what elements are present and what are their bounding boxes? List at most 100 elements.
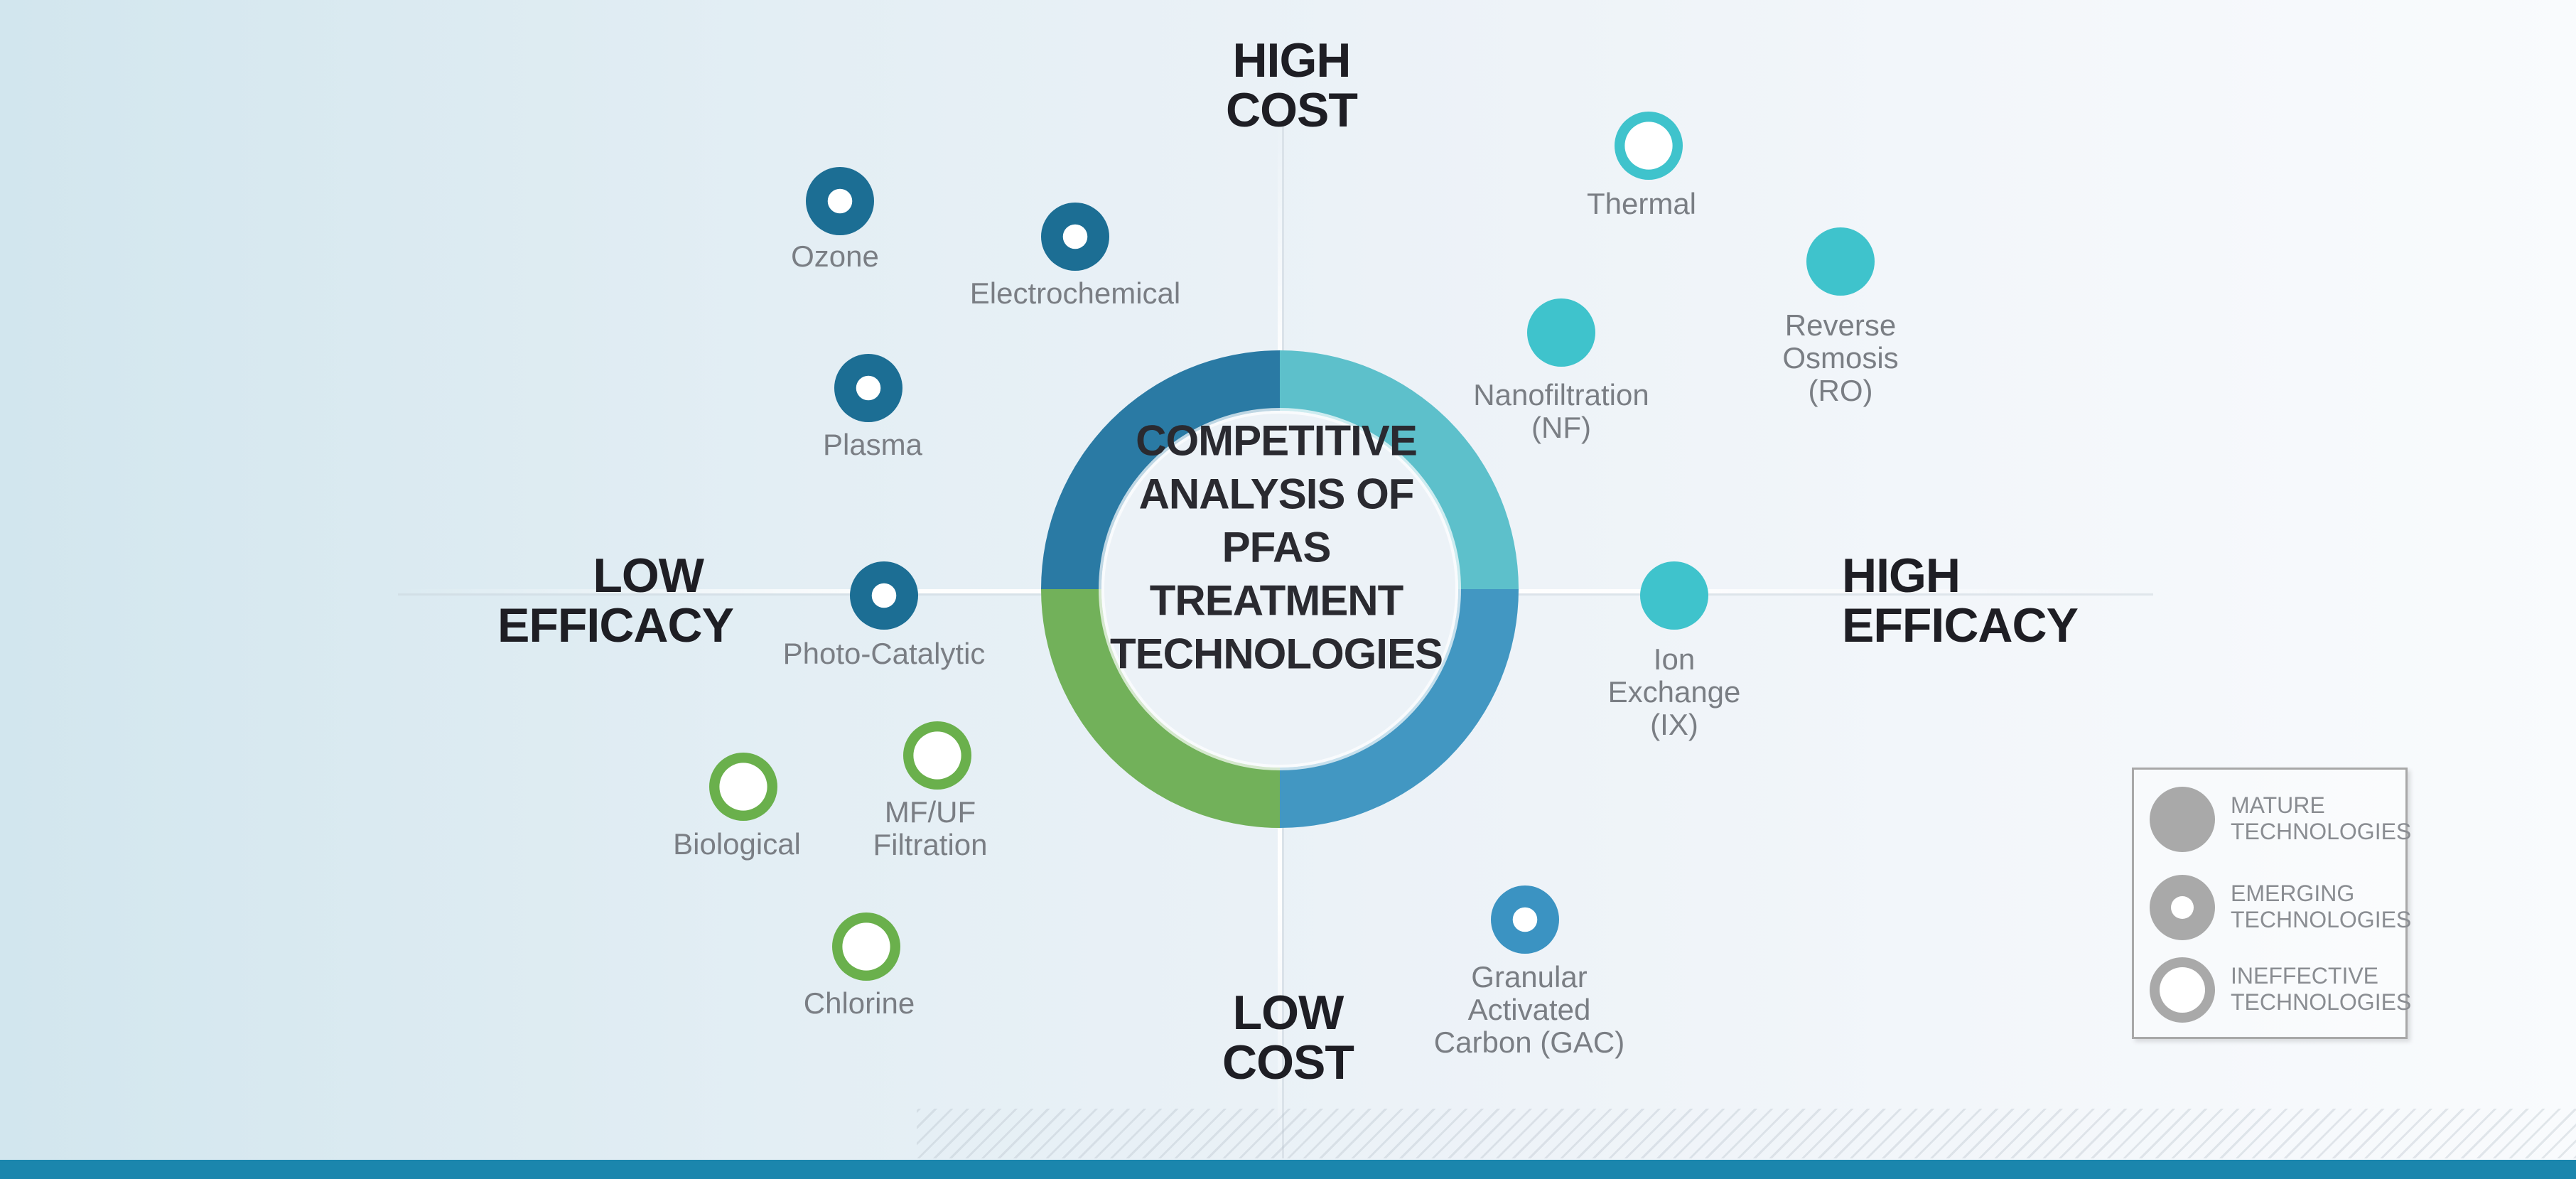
center-ring: [1041, 350, 1519, 828]
ozone-node: [806, 167, 874, 235]
label-line: Thermal: [1586, 187, 1697, 220]
photo-catalytic-hole: [871, 583, 897, 608]
title-line: COMPETITIVE: [1136, 416, 1418, 465]
biological-node: [709, 753, 777, 821]
ring-segment-top-left: [1041, 350, 1280, 589]
electrochemical-hole: [1062, 224, 1088, 249]
hatch-decoration: [917, 1109, 2576, 1158]
title-line: ANALYSIS OF PFAS: [1138, 470, 1415, 571]
mf-uf-filtration-hole: [913, 731, 961, 780]
axis-line: COST: [1226, 83, 1358, 137]
ring-segment-top-right: [1280, 350, 1519, 589]
electrochemical-label: Electrochemical: [970, 277, 1180, 310]
axis-line: HIGH: [1232, 33, 1351, 87]
thermal-hole: [1624, 122, 1673, 170]
mf-uf-filtration-node: [903, 721, 971, 790]
axis-line: LOW: [1232, 986, 1344, 1040]
ion-exchange-circle-icon: [1640, 561, 1708, 630]
photo-catalytic-node: [850, 561, 918, 630]
chlorine-hole: [842, 922, 890, 971]
ozone-label: Ozone: [791, 240, 879, 273]
axis-line: LOW: [593, 549, 704, 603]
axis-line: EFFICACY: [497, 598, 734, 652]
plasma-label: Plasma: [823, 429, 922, 461]
granular-activated-carbon-hole: [1512, 907, 1538, 932]
nanofiltration-label: Nanofiltration(NF): [1473, 379, 1649, 444]
legend-line: TECHNOLOGIES: [2231, 907, 2412, 932]
label-line: Photo-Catalytic: [782, 637, 986, 670]
label-line: Carbon (GAC): [1433, 1025, 1625, 1059]
label-line: (IX): [1650, 708, 1698, 741]
center-title: COMPETITIVE ANALYSIS OF PFAS TREATMENT T…: [1092, 414, 1461, 681]
label-line: Reverse: [1784, 308, 1897, 342]
label-line: Ozone: [791, 239, 879, 273]
photo-catalytic-label: Photo-Catalytic: [783, 637, 986, 670]
legend-line: INEFFECTIVE: [2231, 963, 2379, 989]
plasma-hole: [856, 375, 881, 401]
plasma-node: [834, 354, 902, 422]
label-line: Electrochemical: [969, 276, 1181, 310]
label-line: (RO): [1808, 374, 1873, 407]
label-line: Ion: [1653, 642, 1696, 676]
label-line: Plasma: [822, 428, 923, 461]
thermal-label: Thermal: [1587, 188, 1696, 220]
legend-line: MATURE: [2231, 792, 2325, 818]
label-line: Granular: [1471, 960, 1588, 994]
emerging-swatch-icon: [2150, 875, 2215, 940]
label-line: Filtration: [873, 828, 988, 861]
biological-label: Biological: [673, 828, 801, 861]
ring-inner-edge: [1099, 408, 1461, 770]
label-line: Biological: [673, 827, 801, 861]
label-line: Nanofiltration: [1473, 378, 1649, 411]
reverse-osmosis-node: [1806, 227, 1875, 296]
mature-swatch-icon: [2150, 787, 2215, 852]
nanofiltration-circle-icon: [1527, 298, 1595, 367]
label-line: (NF): [1531, 411, 1591, 444]
electrochemical-node: [1041, 203, 1109, 271]
ring-segment-bottom-left: [1041, 589, 1280, 828]
granular-activated-carbon-node: [1491, 885, 1559, 954]
reverse-osmosis-circle-icon: [1806, 227, 1875, 296]
title-line: TREATMENT: [1149, 576, 1404, 625]
ring-inner-disc: [1101, 411, 1458, 768]
ring-segment-bottom-right: [1280, 589, 1519, 828]
label-line: MF/UF: [884, 795, 976, 829]
chlorine-node: [832, 912, 900, 981]
chlorine-label: Chlorine: [804, 987, 915, 1020]
bottom-bar: [0, 1160, 2576, 1179]
title-line: TECHNOLOGIES: [1109, 630, 1443, 678]
axis-line: COST: [1222, 1035, 1354, 1089]
axis-line: EFFICACY: [1842, 598, 2079, 652]
axis-line: HIGH: [1842, 549, 1961, 603]
legend-line: TECHNOLOGIES: [2231, 819, 2412, 844]
technology-nodes: [709, 112, 1875, 981]
legend-line: EMERGING: [2231, 881, 2355, 906]
nanofiltration-node: [1527, 298, 1595, 367]
ion-exchange-node: [1640, 561, 1708, 630]
legend-line: TECHNOLOGIES: [2231, 989, 2412, 1015]
label-line: Chlorine: [803, 986, 915, 1020]
label-line: Activated: [1467, 993, 1591, 1026]
thermal-node: [1615, 112, 1683, 180]
label-line: Osmosis: [1782, 341, 1899, 375]
ozone-hole: [827, 188, 853, 214]
label-line: Exchange: [1607, 675, 1741, 709]
ineffective-swatch-icon: [2150, 957, 2215, 1023]
